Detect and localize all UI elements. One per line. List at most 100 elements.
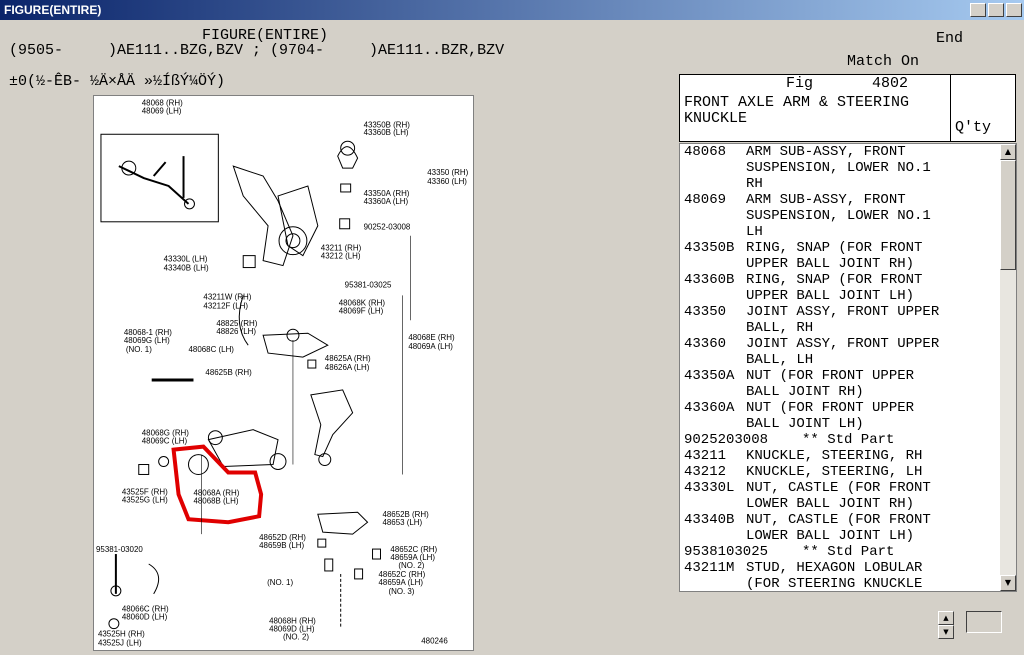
figure-heading: FIGURE(ENTIRE)	[202, 27, 329, 44]
parts-diagram[interactable]: 480246 48068 (RH) 48069 (LH) 43350B (RH)…	[93, 95, 474, 651]
diagram-label[interactable]: 48069 (LH)	[142, 106, 182, 115]
diagram-label[interactable]: 48060D (LH)	[122, 613, 168, 622]
diagram-label[interactable]: 48068G (RH)	[142, 429, 190, 438]
minimize-button[interactable]	[970, 3, 986, 17]
diagram-label[interactable]: 48066C (RH)	[122, 605, 169, 614]
diagram-label[interactable]: 43212 (LH)	[321, 252, 361, 261]
diagram-label[interactable]: 48652D (RH)	[259, 533, 306, 542]
diagram-label[interactable]: 48068-1 (RH)	[124, 328, 172, 337]
fig-label: Fig	[786, 75, 814, 92]
window-title: FIGURE(ENTIRE)	[4, 3, 102, 17]
scroll-thumb[interactable]	[1000, 160, 1016, 270]
diagram-label[interactable]: (NO. 3)	[388, 587, 414, 596]
diagram-label[interactable]: (NO. 2)	[398, 561, 424, 570]
fig-title-line2: KNUCKLE	[684, 110, 748, 127]
diagram-label[interactable]: 48825 (RH)	[216, 319, 257, 328]
diagram-label[interactable]: 48069C (LH)	[142, 437, 188, 446]
spin-down-button[interactable]: ▼	[938, 625, 954, 639]
diagram-label[interactable]: (NO. 2)	[283, 633, 309, 642]
diagram-label[interactable]: (NO. 1)	[126, 345, 152, 354]
parts-list-scrollbar[interactable]: ▲ ▼	[1000, 144, 1016, 591]
diagram-label[interactable]: 48069F (LH)	[339, 306, 384, 315]
diagram-label[interactable]: 48659A (LH)	[378, 578, 423, 587]
part-row[interactable]: 9538103025** Std Part	[684, 544, 895, 560]
diagram-label[interactable]: 48069D (LH)	[269, 625, 315, 634]
diagram-label[interactable]: 95381-03025	[345, 280, 392, 289]
qty-column-header: Q'ty	[950, 75, 1016, 141]
diagram-label[interactable]: 48625B (RH)	[205, 368, 252, 377]
diagram-label[interactable]: 48826 (LH)	[216, 327, 256, 336]
diagram-label[interactable]: 43525F (RH)	[122, 487, 168, 496]
diagram-label[interactable]: 43212F (LH)	[203, 301, 248, 310]
diagram-label[interactable]: 48652B (RH)	[382, 510, 429, 519]
diagram-label[interactable]: 48068A (RH)	[193, 488, 239, 497]
figure-info-box: Fig 4802 FRONT AXLE ARM & STEERING KNUCK…	[679, 74, 1016, 142]
quantity-field[interactable]	[966, 611, 1002, 633]
diagram-label[interactable]: 43360B (LH)	[364, 128, 409, 137]
diagram-label[interactable]: 43525J (LH)	[98, 639, 142, 648]
diagram-label[interactable]: 48068K (RH)	[339, 298, 386, 307]
diagram-label[interactable]: 43350B (RH)	[364, 120, 411, 129]
end-label[interactable]: End	[936, 30, 964, 47]
diagram-label[interactable]: 43525H (RH)	[98, 630, 145, 639]
fig-number: 4802	[872, 75, 909, 92]
diagram-label[interactable]: 43350A (RH)	[364, 189, 410, 198]
diagram-label[interactable]: 48625A (RH)	[325, 354, 371, 363]
quantity-spinner[interactable]: ▲ ▼	[938, 611, 954, 639]
diagram-label[interactable]: 43525G (LH)	[122, 495, 168, 504]
diagram-label[interactable]: 48659B (LH)	[259, 541, 304, 550]
part-row[interactable]: 9025203008** Std Part	[684, 432, 895, 448]
diagram-label[interactable]: 43360 (LH)	[427, 177, 467, 186]
scroll-down-button[interactable]: ▼	[1000, 575, 1016, 591]
diagram-label[interactable]: 48652C (RH)	[378, 570, 425, 579]
diagram-label[interactable]: 43340B (LH)	[164, 264, 209, 273]
diagram-label[interactable]: 48653 (LH)	[382, 518, 422, 527]
diagram-label[interactable]: 43350 (RH)	[427, 168, 468, 177]
diagram-label[interactable]: 48652C (RH)	[390, 545, 437, 554]
diagram-label[interactable]: 48069A (LH)	[408, 342, 453, 351]
diagram-label[interactable]: 48068H (RH)	[269, 617, 316, 626]
garbled-line: ±0(½-ÊB- ½Ä×ÅÄ »½ÍßÝ¼ÖÝ)	[9, 73, 226, 90]
match-on-label[interactable]: Match On	[847, 53, 920, 70]
diagram-label[interactable]: 90252-03008	[364, 223, 411, 232]
spin-up-button[interactable]: ▲	[938, 611, 954, 625]
diagram-label[interactable]: 43360A (LH)	[364, 197, 409, 206]
diagram-label[interactable]: 43211W (RH)	[203, 292, 251, 301]
maximize-button[interactable]	[988, 3, 1004, 17]
diagram-labels: 48068 (RH) 48069 (LH) 43350B (RH) 43360B…	[96, 98, 469, 648]
diagram-label[interactable]: 48068 (RH)	[142, 98, 183, 107]
diagram-label[interactable]: 48068B (LH)	[193, 496, 238, 505]
qty-label: Q'ty	[955, 119, 992, 136]
diagram-label[interactable]: 43330L (LH)	[164, 255, 208, 264]
diagram-label[interactable]: 95381-03020	[96, 545, 143, 554]
diagram-label[interactable]: 48626A (LH)	[325, 363, 370, 372]
diagram-drawing: 480246	[100, 133, 448, 646]
scroll-up-button[interactable]: ▲	[1000, 144, 1016, 160]
diagram-label[interactable]: 48068E (RH)	[408, 333, 455, 342]
diagram-label[interactable]: 48069G (LH)	[124, 336, 170, 345]
fig-title-line1: FRONT AXLE ARM & STEERING	[684, 94, 910, 111]
diagram-label[interactable]: 48659A (LH)	[390, 553, 435, 562]
close-button[interactable]	[1006, 3, 1022, 17]
diagram-label[interactable]: (NO. 1)	[267, 578, 293, 587]
diagram-label[interactable]: 48068C (LH)	[189, 345, 235, 354]
model-line: (9505- )AE111..BZG,BZV ; (9704- )AE111..…	[9, 42, 505, 59]
diagram-label[interactable]: 43211 (RH)	[321, 244, 362, 253]
window-titlebar: FIGURE(ENTIRE)	[0, 0, 1024, 20]
diagram-image-code: 480246	[421, 637, 448, 646]
